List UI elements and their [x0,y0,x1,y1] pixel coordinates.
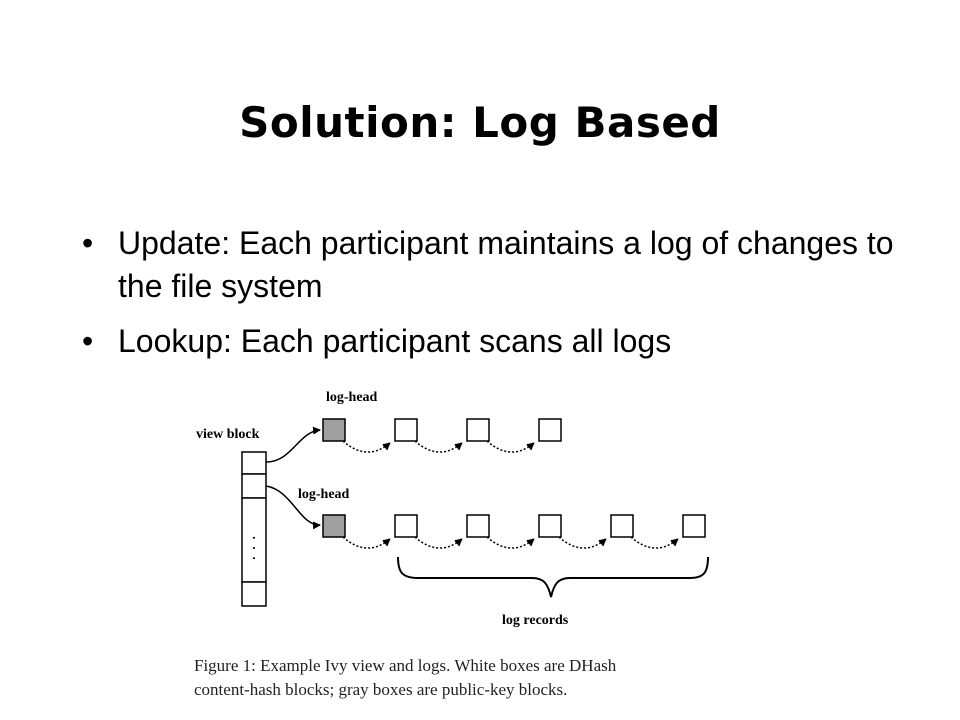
pointer-arrow-1 [265,426,321,463]
page-title: Solution: Log Based [239,98,721,147]
figure-caption: Figure 1: Example Ivy view and logs. Whi… [194,654,754,702]
log-link-arrow [630,536,679,549]
log-head-label-2: log-head [298,487,350,502]
log-link-arrow [558,536,607,549]
bullet-text: Update: Each participant maintains a log… [118,225,894,304]
log-link-arrow [486,536,535,549]
bullet-list: • Update: Each participant maintains a l… [80,222,900,375]
public-key-block [322,514,346,538]
view-block-cell [241,581,267,607]
bullet-update: • Update: Each participant maintains a l… [80,222,900,308]
content-hash-block [538,514,562,538]
bullet-mark: • [82,225,94,261]
log-chain-1 [322,418,562,453]
content-hash-block [394,418,418,442]
log-link-arrow [486,440,535,453]
public-key-block [322,418,346,442]
caption-line-1: Figure 1: Example Ivy view and logs. Whi… [194,656,617,675]
view-block [241,451,267,607]
log-link-arrow [342,536,391,549]
content-hash-block [682,514,706,538]
content-hash-block [610,514,634,538]
log-link-arrow [414,536,463,549]
caption-line-2: content-hash blocks; gray boxes are publ… [194,680,568,699]
log-records-brace [397,556,709,598]
pointer-arrow-2 [265,485,321,530]
log-head-label-1: log-head [326,390,378,405]
ivy-log-diagram: view block log-head log-head log records… [196,390,709,628]
vertical-ellipsis: · · · [245,535,264,560]
log-link-arrow [414,440,463,453]
content-hash-block [394,514,418,538]
bullet-lookup: • Lookup: Each participant scans all log… [80,320,900,363]
view-block-cell [241,451,267,475]
view-block-cell [241,473,267,499]
content-hash-block [466,418,490,442]
content-hash-block [466,514,490,538]
view-block-label: view block [196,427,260,442]
log-link-arrow [342,440,391,453]
bullet-text: Lookup: Each participant scans all logs [118,323,672,359]
log-chain-2 [322,514,706,549]
log-records-label: log records [502,613,569,628]
content-hash-block [538,418,562,442]
bullet-mark: • [82,323,94,359]
